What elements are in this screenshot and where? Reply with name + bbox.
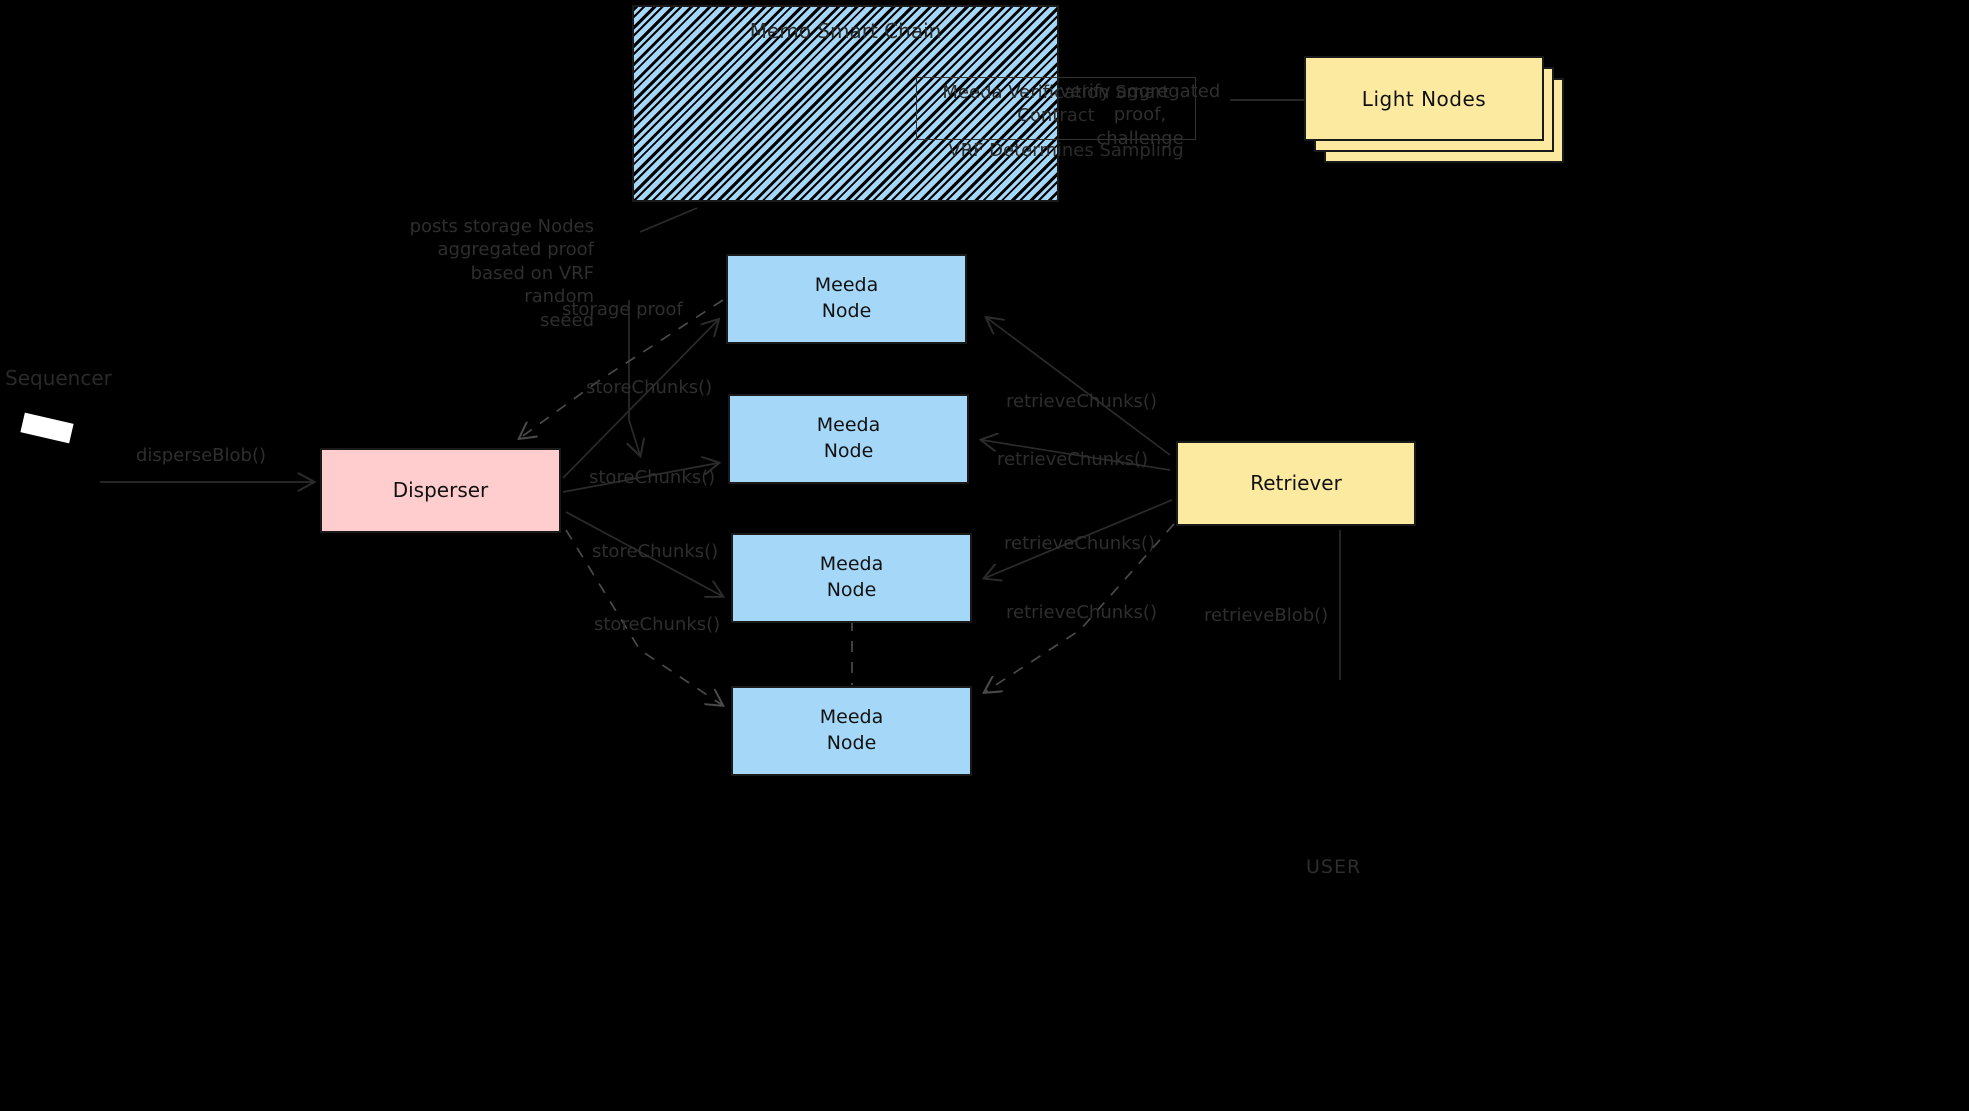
edge-retrieve-chunks-1 (987, 318, 1171, 456)
label-storage-proof: storage proof (562, 299, 683, 320)
meeda-node-4[interactable]: Meeda Node (731, 686, 972, 776)
light-nodes-stack: Light Nodes (1304, 56, 1569, 166)
label-retrieve-chunks-4: retrieveChunks() (1006, 602, 1157, 623)
light-nodes-label: Light Nodes (1361, 86, 1487, 111)
label-retrieve-chunks-3: retrieveChunks() (1004, 533, 1155, 554)
edge-storage-proof (520, 299, 724, 438)
memo-smart-chain-container: Memo Smart Chain Meeda Verification Smar… (632, 5, 1196, 202)
edge-chain-to-label (639, 207, 698, 233)
disperser-node[interactable]: Disperser (320, 448, 561, 533)
label-disperse-blob: disperseBlob() (136, 445, 266, 466)
meeda-verification-smart-contract: Meeda Verification Smart Contract (916, 77, 1196, 140)
label-retrieve-chunks-1: retrieveChunks() (1006, 391, 1157, 412)
label-retrieve-chunks-2: retrieveChunks() (997, 449, 1148, 470)
meeda-node-3[interactable]: Meeda Node (731, 533, 972, 623)
edge-store-chunks-3 (565, 511, 722, 596)
edge-posts-storage (629, 300, 640, 455)
label-posts-storage-nodes-aggregated-proof: posts storage Nodes aggregated proof bas… (409, 216, 594, 331)
label-verify-aggregated-proof-challenge: verify aggregated proof, challenge (1059, 81, 1221, 149)
label-user: USER (1306, 856, 1362, 878)
edge-store-chunks-1 (562, 320, 718, 479)
edge-store-chunks-2 (562, 463, 718, 493)
light-nodes-card-front: Light Nodes (1304, 56, 1544, 141)
meeda-node-1[interactable]: Meeda Node (726, 254, 967, 344)
memo-smart-chain-title: Memo Smart Chain (749, 19, 942, 43)
label-store-chunks-3: storeChunks() (592, 541, 719, 562)
edge-retrieve-chunks-2 (982, 440, 1171, 471)
meeda-node-2[interactable]: Meeda Node (728, 394, 969, 484)
vrf-determines-sampling-label: VRF Determines Sampling (948, 140, 1184, 161)
sequencer-label: Sequencer (5, 366, 112, 390)
retriever-node[interactable]: Retriever (1176, 441, 1416, 526)
label-store-chunks-1: storeChunks() (586, 377, 713, 398)
edge-store-chunks-4 (565, 529, 722, 705)
label-store-chunks-2: storeChunks() (589, 467, 716, 488)
edge-retrieve-chunks-4 (985, 523, 1175, 692)
label-retrieve-blob: retrieveBlob() (1204, 605, 1329, 626)
edge-retrieve-chunks-3 (985, 499, 1173, 578)
label-store-chunks-4: storeChunks() (594, 614, 721, 635)
